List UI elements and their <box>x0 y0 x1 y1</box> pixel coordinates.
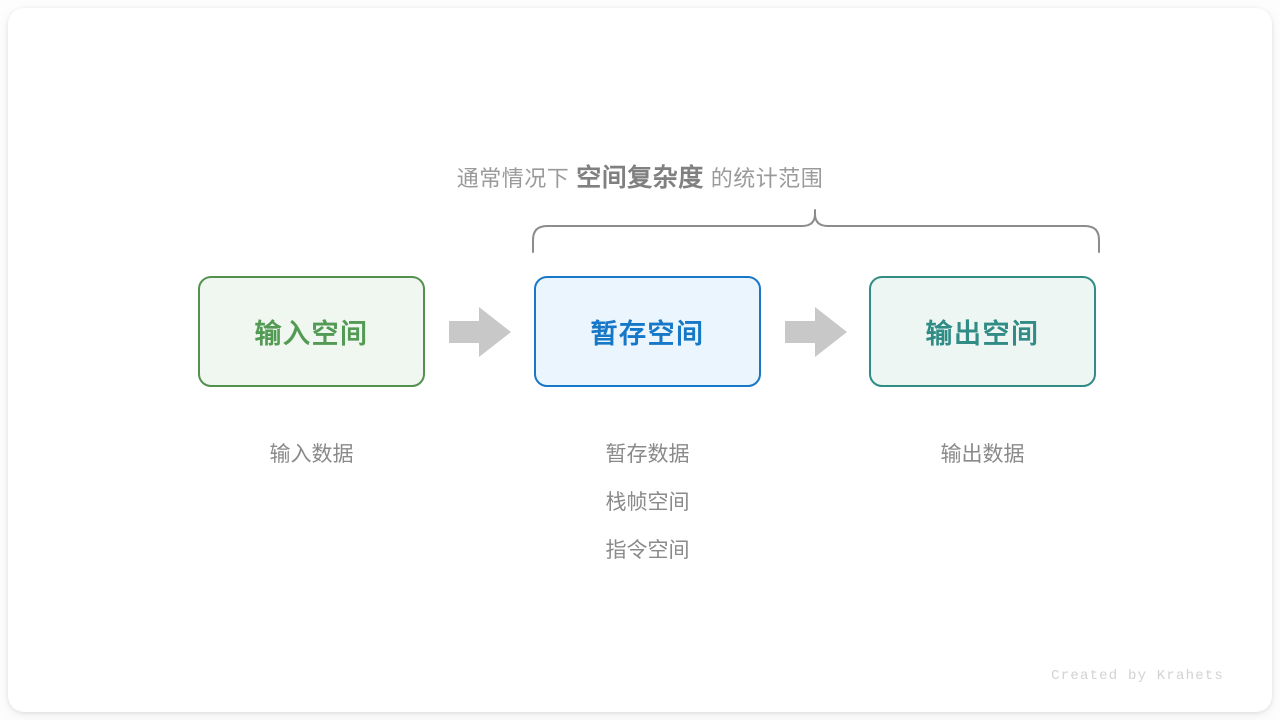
caption-line: 暂存数据 <box>605 443 690 466</box>
credit-text: Created by Krahets <box>1051 668 1224 684</box>
arrow-right-glyph <box>785 307 847 357</box>
box-input-space[interactable]: 输入空间 <box>198 276 425 387</box>
diagram-card: 通常情况下空间复杂度的统计范围 输入空间 暂存空间 <box>8 8 1272 712</box>
curly-brace-icon <box>532 209 1100 253</box>
brace-label-prefix: 通常情况下 <box>456 166 570 191</box>
caption-line: 输入数据 <box>269 443 354 466</box>
caption-input-space: 输入数据 <box>198 431 425 479</box>
brace-label-suffix: 的统计范围 <box>710 166 824 191</box>
caption-line: 输出数据 <box>940 443 1025 466</box>
curly-brace <box>521 204 1111 260</box>
arrow-right-glyph <box>449 307 511 357</box>
box-output-space-label: 输出空间 <box>925 319 1040 349</box>
arrow-right-icon-2 <box>785 307 847 357</box>
box-input-space-label: 输入空间 <box>254 319 369 349</box>
arrow-right-icon-1 <box>449 307 511 357</box>
box-temp-space-label: 暂存空间 <box>590 319 705 349</box>
caption-line: 指令空间 <box>605 539 690 562</box>
brace-label: 通常情况下空间复杂度的统计范围 <box>8 158 1272 194</box>
caption-output-space: 输出数据 <box>869 431 1096 479</box>
box-output-space[interactable]: 输出空间 <box>869 276 1096 387</box>
box-temp-space[interactable]: 暂存空间 <box>534 276 761 387</box>
caption-temp-space: 暂存数据 栈帧空间 指令空间 <box>534 431 761 575</box>
caption-line: 栈帧空间 <box>605 491 690 514</box>
brace-label-emphasis: 空间复杂度 <box>576 164 704 192</box>
